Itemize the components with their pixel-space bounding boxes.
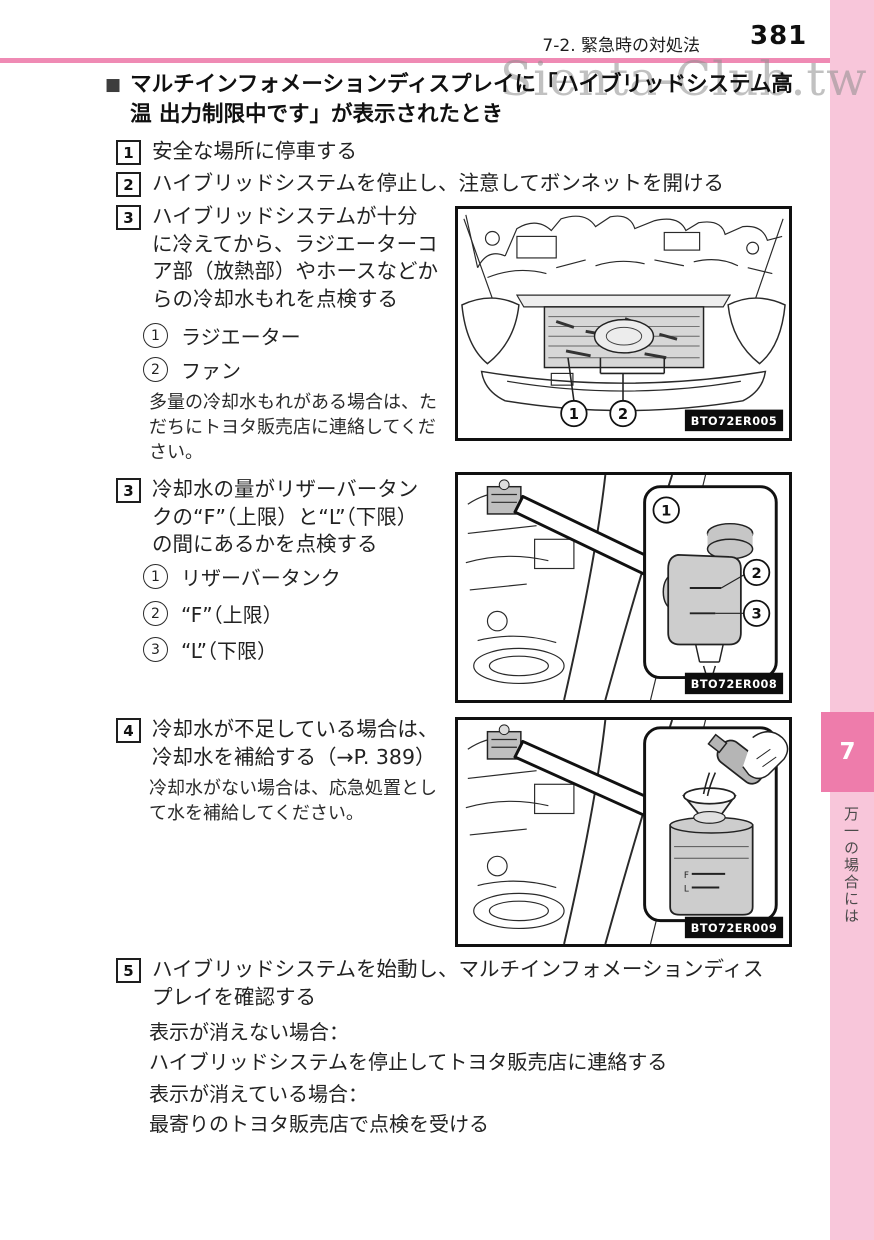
callout-fan: 2 ファン [143,355,241,384]
step-text: 安全な場所に停車する [152,139,357,163]
tank-body-shape [669,824,754,916]
circled-number: 3 [143,637,168,662]
circled-number: 1 [143,564,168,589]
step-number-box: 5 [116,958,141,983]
figure-callout-1-number: 1 [661,502,671,519]
callout-label: ラジエーター [181,325,301,349]
figure-code-label: BTO72ER008 [691,678,777,691]
circled-number: 1 [143,323,168,348]
figure-reservoir-tank: 1 2 3 BTO72ER008 [455,472,792,703]
page-title: ■ マルチインフォメーションディスプレイに「ハイブリッドシステム高 温 出力制限… [105,70,817,130]
callout-low-mark: 3 “L”（下限） [143,635,277,664]
figure-callout-2-circle [609,399,637,428]
fan-shape [593,318,655,354]
step-number-box: 4 [116,718,141,743]
page-number: 381 [750,21,808,51]
figure-code-label: BTO72ER009 [691,922,777,935]
case-condition: 表示が消えている場合： [149,1082,368,1106]
full-mark-letter: F [684,871,689,881]
chapter-label: 万一の場合には [842,806,860,925]
water-stream [702,772,717,797]
figure-refill-coolant-drawing: F L BTO72ER009 [465,720,789,944]
step-text: 冷却水が不足している場合は、 冷却水を補給する（→P. 389） [152,717,439,769]
figure-callout-1-number: 1 [569,406,579,423]
callout-label: リザーバータンク [181,566,341,590]
figure-code-box [684,916,784,939]
hand-shape [742,730,789,780]
chapter-tab: 7 [821,712,874,792]
step-4-refill: 4 冷却水が不足している場合は、 冷却水を補給する（→P. 389） [116,716,438,771]
callout-label: “L”（下限） [181,639,277,663]
figure-code-box [684,409,784,432]
step-5-restart: 5 ハイブリッドシステムを始動し、マルチインフォメーションディス プレイを確認す… [116,956,828,1011]
chapter-strip [830,0,874,1240]
callout-radiator: 1 ラジエーター [143,321,301,350]
note-emergency-water: 冷却水がない場合は、応急処置とし て水を補給してください。 [149,778,437,824]
step-number-box: 3 [116,478,141,503]
case-action: ハイブリッドシステムを停止してトヨタ販売店に連絡する [149,1050,668,1074]
figure-callout-1-circle [560,399,588,428]
case-action: 最寄りのトヨタ販売店で点検を受ける [149,1112,489,1136]
figure-radiator-fan: 1 2 BTO72ER005 [455,206,792,441]
low-mark-letter: L [684,884,689,894]
step-text: ハイブリッドシステムを停止し、注意してボンネットを開ける [152,171,724,195]
step-number-box: 3 [116,205,141,230]
figure-callout-3-number: 3 [751,606,761,623]
figure-callout-3-circle [742,599,771,627]
circled-number: 2 [143,601,168,626]
page-title-text: マルチインフォメーションディスプレイに「ハイブリッドシステム高 温 出力制限中で… [130,72,793,127]
figure-callout-1-circle [652,496,680,524]
step-3-check-leaks: 3 ハイブリッドシステムが十分 に冷えてから、ラジエーターコ ア部（放熱部）やホ… [116,203,438,313]
figure-callout-2-number: 2 [751,565,761,582]
right-fender-shape [727,297,786,365]
figure-code-box [684,672,784,695]
step-text: 冷却水の量がリザーバータン クの“F”（上限）と“L”（下限） の間にあるかを点… [152,477,419,556]
step-number-box: 1 [116,140,141,165]
left-fender-shape [461,297,520,365]
callout-label: ファン [181,359,241,383]
figure-callout-2-number: 2 [618,406,628,423]
header-section-title: 7-2. 緊急時の対処法 [542,36,700,56]
tank-body-shape [667,553,742,646]
figure-radiator-fan-drawing: 1 2 BTO72ER005 [461,214,786,432]
figure-callout-2-circle [742,558,771,586]
step-text: ハイブリッドシステムを始動し、マルチインフォメーションディス プレイを確認する [152,957,764,1009]
case-message-cleared: 表示が消えている場合： 最寄りのトヨタ販売店で点検を受ける [149,1079,489,1139]
watermark: Sienta-Club.tw [500,52,868,107]
step-number-box: 2 [116,172,141,197]
square-bullet-icon: ■ [105,75,122,95]
step-3-check-level: 3 冷却水の量がリザーバータン クの“F”（上限）と“L”（下限） の間にあるか… [116,476,418,559]
step-1: 1 安全な場所に停車する [116,138,357,166]
step-text: ハイブリッドシステムが十分 に冷えてから、ラジエーターコ ア部（放熱部）やホース… [152,204,438,311]
figure-reservoir-tank-drawing: 1 2 3 BTO72ER008 [465,475,784,700]
case-condition: 表示が消えない場合： [149,1020,349,1044]
circled-number: 2 [143,357,168,382]
figure-code-label: BTO72ER005 [691,415,777,428]
figure-refill-coolant: F L BTO72ER009 [455,717,792,947]
header-rule [0,58,830,63]
callout-reservoir-tank: 1 リザーバータンク [143,562,341,591]
note-contact-dealer: 多量の冷却水もれがある場合は、た だちにトヨタ販売店に連絡してくだ さい。 [149,392,437,463]
case-message-remains: 表示が消えない場合： ハイブリッドシステムを停止してトヨタ販売店に連絡する [149,1017,667,1077]
callout-label: “F”（上限） [181,603,283,627]
callout-full-mark: 2 “F”（上限） [143,599,283,628]
step-2: 2 ハイブリッドシステムを停止し、注意してボンネットを開ける [116,170,724,198]
